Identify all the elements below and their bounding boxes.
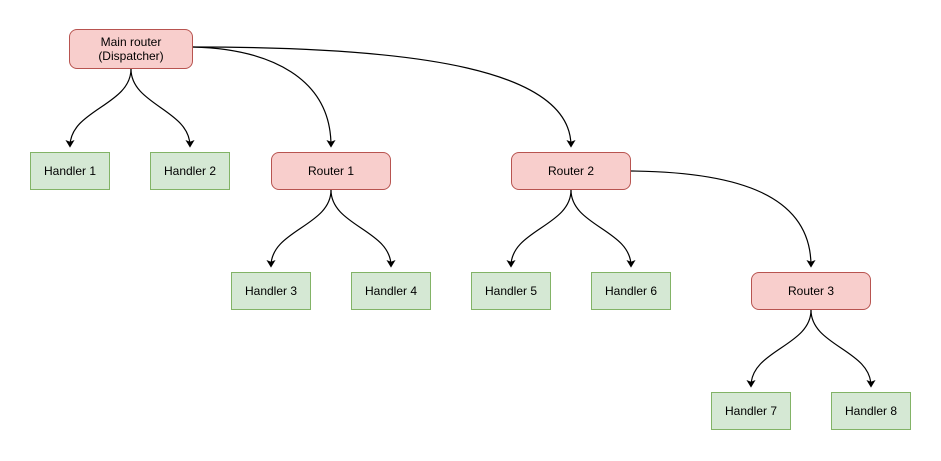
node-label-handler-7: Handler 7 xyxy=(724,404,778,418)
edge-router-2-to-handler-6 xyxy=(570,189,636,268)
edge-main-router-to-router-2 xyxy=(192,46,576,148)
node-handler-7[interactable]: Handler 7 xyxy=(711,392,791,430)
edge-router-1-to-handler-4 xyxy=(330,189,396,268)
node-label-handler-6: Handler 6 xyxy=(604,284,658,298)
node-main-router[interactable]: Main router (Dispatcher) xyxy=(69,29,193,69)
edge-main-router-to-handler-1 xyxy=(65,68,132,148)
node-handler-3[interactable]: Handler 3 xyxy=(231,272,311,310)
node-handler-8[interactable]: Handler 8 xyxy=(831,392,911,430)
edge-router-2-to-handler-5 xyxy=(506,189,572,268)
node-handler-6[interactable]: Handler 6 xyxy=(591,272,671,310)
edge-main-router-to-router-1 xyxy=(192,46,336,148)
node-label-router-3: Router 3 xyxy=(787,284,835,298)
edge-main-router-to-handler-2 xyxy=(130,68,195,148)
edge-router-1-to-handler-3 xyxy=(266,189,332,268)
node-label-main-router: Main router (Dispatcher) xyxy=(98,35,164,63)
node-handler-2[interactable]: Handler 2 xyxy=(150,152,230,190)
node-label-handler-2: Handler 2 xyxy=(163,164,217,178)
node-label-router-2: Router 2 xyxy=(547,164,595,178)
node-label-router-1: Router 1 xyxy=(307,164,355,178)
edge-router-3-to-handler-8 xyxy=(810,309,876,388)
node-label-handler-3: Handler 3 xyxy=(244,284,298,298)
node-label-handler-5: Handler 5 xyxy=(484,284,538,298)
node-router-1[interactable]: Router 1 xyxy=(271,152,391,190)
node-router-3[interactable]: Router 3 xyxy=(751,272,871,310)
node-label-handler-1: Handler 1 xyxy=(43,164,97,178)
edge-router-3-to-handler-7 xyxy=(746,309,812,388)
node-label-handler-8: Handler 8 xyxy=(844,404,898,418)
edge-group xyxy=(65,46,876,388)
node-router-2[interactable]: Router 2 xyxy=(511,152,631,190)
edge-router-2-to-router-3 xyxy=(630,170,816,268)
node-handler-4[interactable]: Handler 4 xyxy=(351,272,431,310)
node-handler-5[interactable]: Handler 5 xyxy=(471,272,551,310)
node-label-handler-4: Handler 4 xyxy=(364,284,418,298)
node-handler-1[interactable]: Handler 1 xyxy=(30,152,110,190)
